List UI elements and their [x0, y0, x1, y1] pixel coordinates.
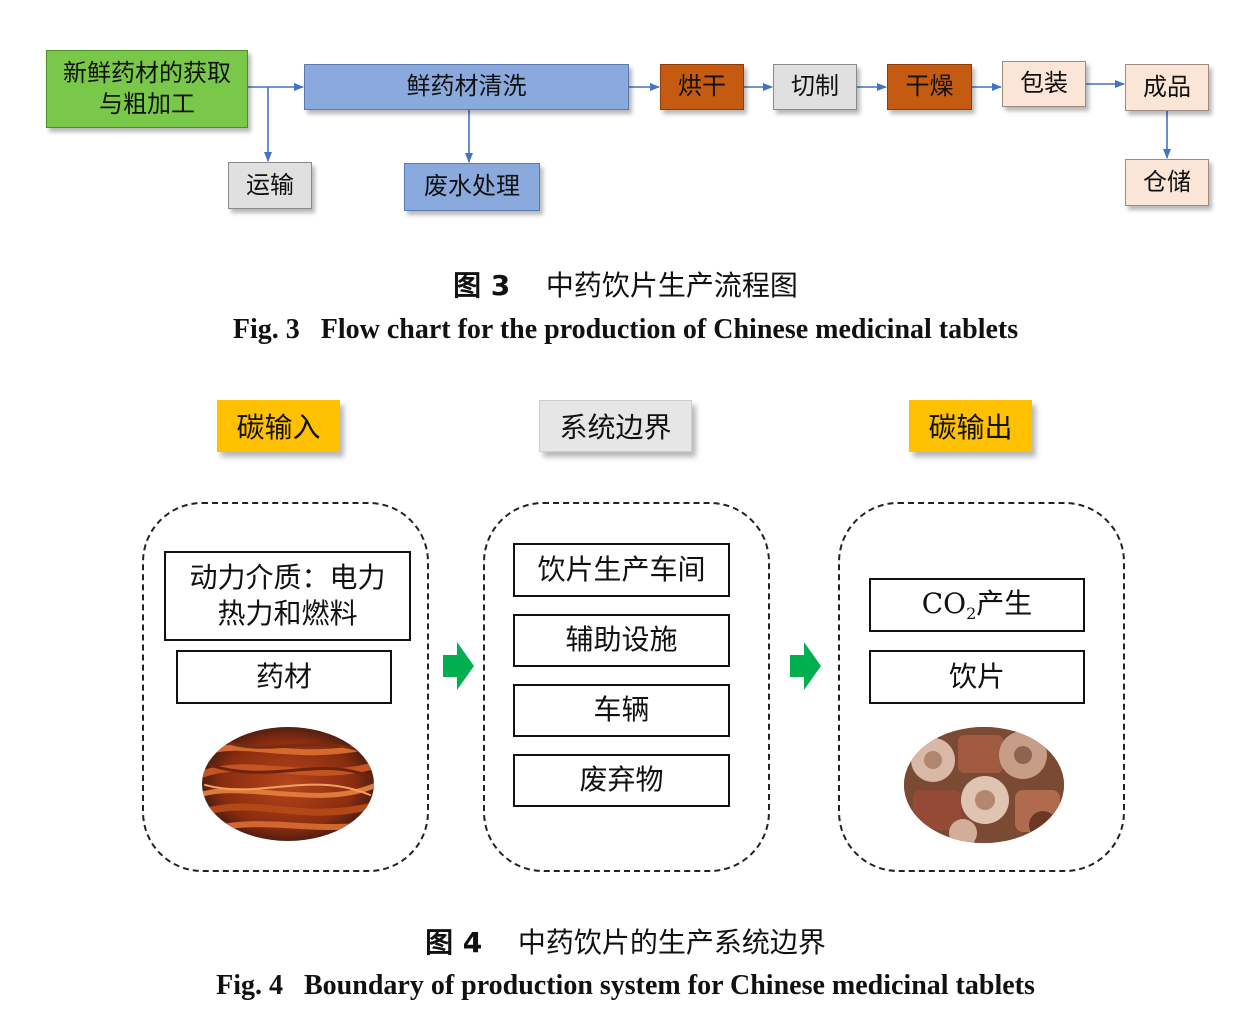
fig4-caption-en-num: Fig. 4: [216, 970, 283, 1001]
fig3-caption-en-num: Fig. 3: [232, 314, 300, 345]
input-item-energy: 动力介质：电力热力和燃料: [164, 551, 411, 641]
system-item-workshop: 饮片生产车间: [513, 543, 730, 597]
system-item-vehicle-label: 车辆: [593, 693, 650, 727]
input-item-herb: 药材: [176, 650, 392, 704]
label-carbon-input: 碳输入: [217, 400, 340, 452]
box-bake-label: 烘干: [678, 72, 726, 101]
input-item-energy-label: 动力介质：电力热力和燃料: [189, 560, 386, 630]
box-transport-label: 运输: [246, 170, 294, 199]
system-item-workshop-label: 饮片生产车间: [537, 552, 706, 586]
box-fresh-herb: 新鲜药材的获取与粗加工: [46, 50, 248, 128]
box-product-label: 成品: [1143, 72, 1191, 101]
output-item-co2: CO2产生: [869, 578, 1085, 632]
fig4-caption-en-text: Boundary of production system for Chines…: [304, 970, 1035, 1001]
box-product: 成品: [1125, 64, 1209, 111]
tablet-slices-image: [904, 727, 1064, 843]
system-item-waste-label: 废弃物: [579, 763, 664, 797]
system-item-aux-label: 辅助设施: [565, 623, 678, 657]
fig3-caption-en: Fig. 3 Flow chart for the production of …: [0, 314, 1251, 346]
system-item-waste: 废弃物: [513, 754, 730, 807]
raw-herb-image: [202, 727, 374, 841]
label-system-boundary: 系统边界: [539, 400, 692, 452]
panel-carbon-input: [142, 502, 429, 872]
label-carbon-input-text: 碳输入: [236, 411, 321, 444]
box-dry-label: 干燥: [905, 72, 954, 101]
output-item-tablets: 饮片: [869, 650, 1085, 704]
panel-carbon-output: [838, 502, 1125, 872]
box-dry: 干燥: [887, 64, 972, 110]
box-cut-label: 切制: [791, 72, 839, 101]
label-carbon-output: 碳输出: [909, 400, 1032, 452]
box-bake: 烘干: [660, 64, 744, 110]
green-arrow-1: [443, 642, 474, 690]
output-item-co2-label: CO2产生: [922, 586, 1033, 625]
box-wastewater-label: 废水处理: [424, 172, 520, 201]
co2-formula: CO: [921, 586, 967, 620]
box-wash: 鲜药材清洗: [304, 64, 629, 110]
co2-subscript: 2: [966, 603, 977, 623]
box-wash-label: 鲜药材清洗: [406, 72, 527, 101]
green-arrow-2: [790, 642, 821, 690]
fig3-caption-cn-text: 中药饮片生产流程图: [545, 269, 798, 302]
fig3-caption-cn-num: 图 3: [453, 269, 511, 302]
box-wastewater: 废水处理: [404, 163, 540, 211]
box-fresh-herb-label: 新鲜药材的获取与粗加工: [63, 58, 231, 118]
fig3-caption-en-text: Flow chart for the production of Chinese…: [320, 314, 1019, 345]
panel-system-boundary: [483, 502, 770, 872]
co2-produced: 产生: [976, 586, 1033, 620]
input-item-herb-label: 药材: [255, 659, 312, 693]
fig4-caption-en: Fig. 4 Boundary of production system for…: [0, 970, 1251, 1002]
label-system-boundary-text: 系统边界: [559, 411, 672, 444]
fig4-caption-cn-text: 中药饮片的生产系统边界: [517, 926, 826, 959]
fig4-caption-cn: 图 4 中药饮片的生产系统边界: [0, 921, 1251, 961]
box-transport: 运输: [228, 162, 312, 209]
box-cut: 切制: [773, 64, 857, 110]
fig4-caption-cn-num: 图 4: [425, 926, 483, 959]
box-storage: 仓储: [1125, 159, 1209, 206]
box-pack: 包装: [1002, 61, 1086, 107]
output-item-tablets-label: 饮片: [948, 659, 1005, 693]
system-item-vehicle: 车辆: [513, 684, 730, 737]
box-storage-label: 仓储: [1143, 167, 1191, 196]
fig3-caption-cn: 图 3 中药饮片生产流程图: [0, 264, 1251, 304]
label-carbon-output-text: 碳输出: [928, 411, 1013, 444]
box-pack-label: 包装: [1020, 69, 1068, 98]
system-item-aux: 辅助设施: [513, 614, 730, 667]
fig3-connectors: [248, 80, 1171, 163]
